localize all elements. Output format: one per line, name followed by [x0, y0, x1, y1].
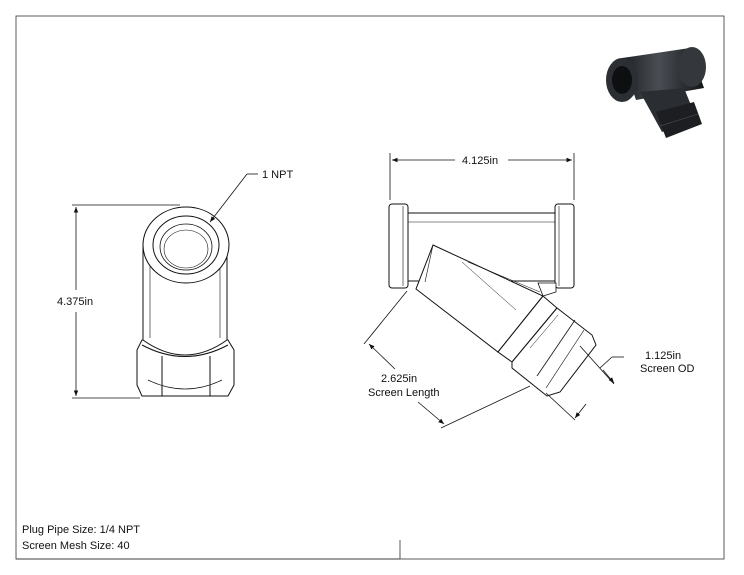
- hex-plug: [511, 307, 597, 397]
- length-value: 4.125in: [462, 155, 498, 167]
- screen-od-value: 1.125in: [645, 350, 681, 362]
- screen-od-label: Screen OD: [640, 363, 694, 375]
- inlet-port-inner: [152, 215, 220, 275]
- height-value: 4.375in: [57, 296, 93, 308]
- screen-od-dimension: [545, 345, 624, 421]
- screen-length-dimension: [363, 290, 531, 429]
- isometric-thumbnail: [606, 47, 706, 138]
- thread-callout: 1 NPT: [262, 169, 293, 181]
- right-end-fitting: [554, 203, 575, 289]
- front-view: [388, 203, 597, 397]
- length-dimension: [389, 153, 575, 200]
- screen-length-value: 2.625in: [381, 373, 417, 385]
- plug-pipe-size-note: Plug Pipe Size: 1/4 NPT: [22, 524, 141, 536]
- height-dimension: [72, 204, 180, 399]
- screen-mesh-size-note: Screen Mesh Size: 40: [22, 540, 130, 552]
- left-end-fitting: [388, 203, 409, 289]
- thread-callout-leader: [209, 173, 258, 223]
- screen-length-label: Screen Length: [368, 387, 440, 399]
- side-view: [136, 206, 235, 397]
